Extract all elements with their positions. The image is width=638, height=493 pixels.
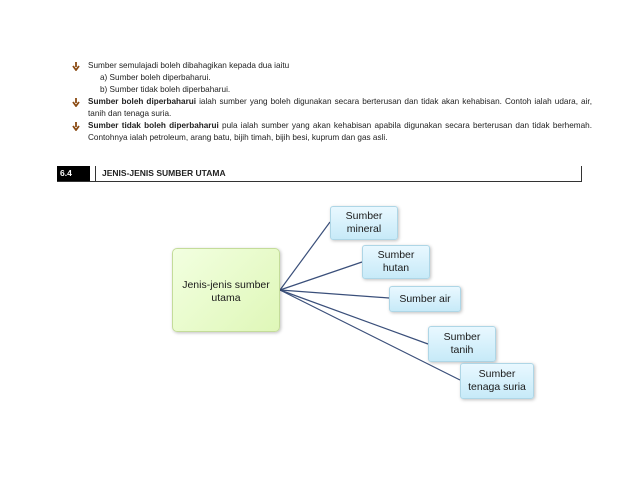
section-number: 6.4 [57, 166, 90, 181]
connector-hutan [279, 261, 363, 291]
bullet-icon [72, 98, 80, 107]
bullet-text: Sumber semulajadi boleh dibahagikan kepa… [88, 61, 290, 70]
diagram-node-sumber-air: Sumber air [389, 286, 461, 312]
bullet-continuation: Contohnya ialah petroleum, arang batu, b… [88, 133, 388, 142]
section-border [581, 166, 582, 181]
sub-item-b: b) Sumber tidak boleh diperbaharui. [100, 85, 231, 94]
bullet-text: Sumber tidak boleh diperbaharui pula ial… [88, 121, 592, 130]
connector-mineral [279, 221, 331, 291]
bullet-icon [72, 62, 80, 71]
connector-air [279, 289, 390, 299]
bullet-continuation: tanih dan tenaga suria. [88, 109, 172, 118]
connector-tanih [279, 289, 429, 345]
bullet-bold-term: Sumber tidak boleh diperbaharui [88, 121, 219, 130]
sub-item-a: a) Sumber boleh diperbaharui. [100, 73, 211, 82]
section-header: 6.4 JENIS-JENIS SUMBER UTAMA [57, 166, 582, 182]
bullet-icon [72, 122, 80, 131]
section-title: JENIS-JENIS SUMBER UTAMA [95, 166, 226, 181]
bullet-bold-term: Sumber boleh diperbaharui [88, 97, 197, 106]
diagram-center-node: Jenis-jenis sumber utama [172, 248, 280, 332]
connector-tenaga-suria [279, 289, 461, 381]
bullet-text: Sumber boleh diperbaharui ialah sumber y… [88, 97, 592, 106]
